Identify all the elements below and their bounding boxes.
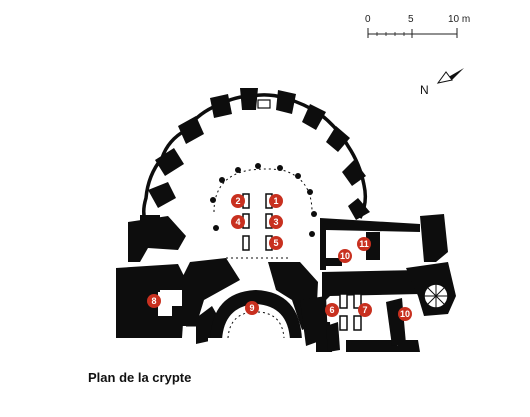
marker-6: 6 (325, 303, 339, 317)
scale-label-5: 5 (408, 14, 414, 25)
north-label: N (420, 83, 429, 97)
right-room-piers (339, 293, 362, 331)
marker-9: 9 (245, 301, 259, 315)
spiral-staircase (423, 283, 449, 309)
scale-label-0: 0 (365, 14, 371, 25)
svg-text:6: 6 (329, 305, 334, 315)
marker-5: 5 (269, 236, 283, 250)
marker-10-lower: 10 (398, 307, 412, 321)
svg-text:5: 5 (273, 238, 278, 248)
svg-text:8: 8 (151, 296, 156, 306)
marker-7: 7 (358, 303, 372, 317)
numbered-markers: 1 2 3 4 5 6 7 (147, 194, 412, 321)
left-wing (116, 216, 186, 338)
svg-text:10: 10 (340, 251, 350, 261)
svg-text:2: 2 (235, 196, 240, 206)
svg-text:9: 9 (249, 303, 254, 313)
lower-rotunda (208, 290, 304, 346)
marker-11: 11 (357, 237, 371, 251)
marker-2: 2 (231, 194, 245, 208)
svg-text:7: 7 (362, 305, 367, 315)
plan-caption: Plan de la crypte (88, 370, 192, 385)
marker-1: 1 (269, 194, 283, 208)
north-arrow: N (420, 68, 464, 97)
svg-text:11: 11 (359, 239, 369, 249)
svg-text:4: 4 (235, 217, 240, 227)
apse-buttresses (140, 88, 370, 235)
left-stairs (186, 305, 196, 327)
ambulatory (210, 163, 317, 259)
svg-text:10: 10 (400, 309, 410, 319)
svg-text:3: 3 (273, 217, 278, 227)
marker-4: 4 (231, 215, 245, 229)
scale-bar: 0 5 10 m (365, 14, 470, 38)
scale-label-10m: 10 m (448, 14, 470, 25)
marker-8: 8 (147, 294, 161, 308)
marker-3: 3 (269, 215, 283, 229)
marker-10-upper: 10 (338, 249, 352, 263)
right-upper-rooms (320, 214, 448, 270)
svg-text:1: 1 (273, 196, 278, 206)
central-piers (242, 193, 273, 251)
